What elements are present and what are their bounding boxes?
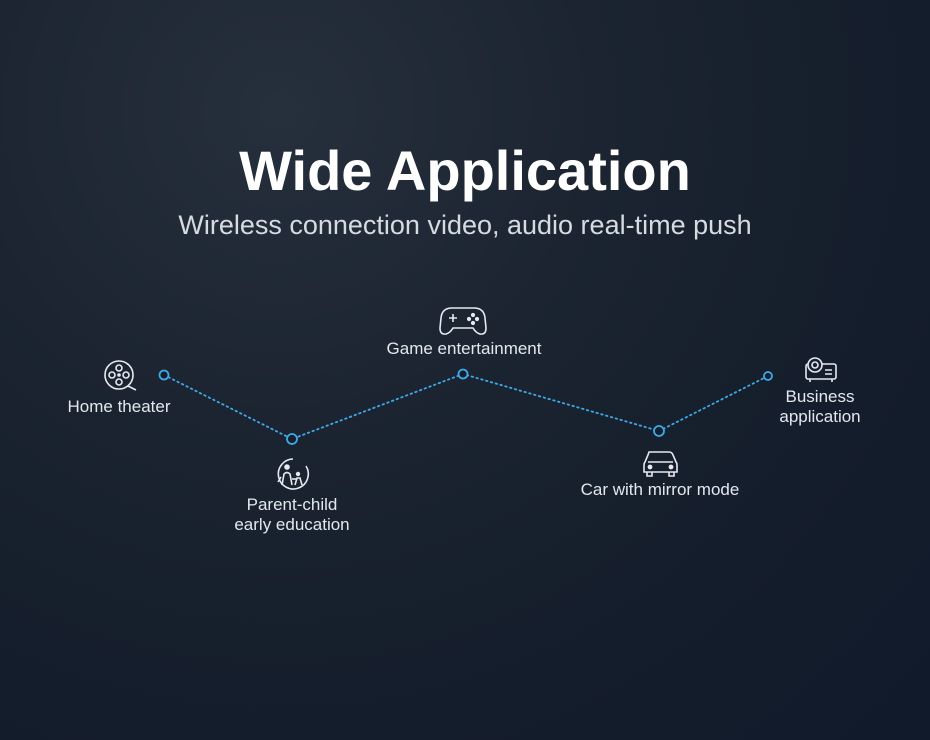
- label-business-line1: Business: [785, 387, 855, 406]
- node-car-mirror: [653, 425, 665, 437]
- label-parent-child: Parent-child early education: [212, 495, 372, 535]
- parent-child-icon: [277, 458, 310, 490]
- projector-icon: [805, 357, 837, 382]
- label-game-entertainment: Game entertainment: [386, 339, 542, 358]
- node-business: [763, 371, 773, 381]
- car-icon: [643, 451, 678, 477]
- node-home-theater: [158, 369, 170, 381]
- label-home-theater: Home theater: [67, 397, 171, 416]
- film-reel-icon: [104, 360, 137, 391]
- label-business: Business application: [760, 387, 880, 427]
- label-business-line2: application: [779, 407, 861, 426]
- node-parent-child: [286, 433, 298, 445]
- label-parent-child-line2: early education: [234, 515, 350, 534]
- label-parent-child-line1: Parent-child: [246, 495, 338, 514]
- gamepad-icon: [439, 307, 487, 335]
- node-game-entertainment: [457, 368, 469, 380]
- label-car-mirror: Car with mirror mode: [580, 480, 740, 499]
- page-title: Wide Application: [239, 139, 691, 202]
- connection-dotted-line: [163, 373, 769, 440]
- page-subtitle: Wireless connection video, audio real-ti…: [178, 210, 752, 240]
